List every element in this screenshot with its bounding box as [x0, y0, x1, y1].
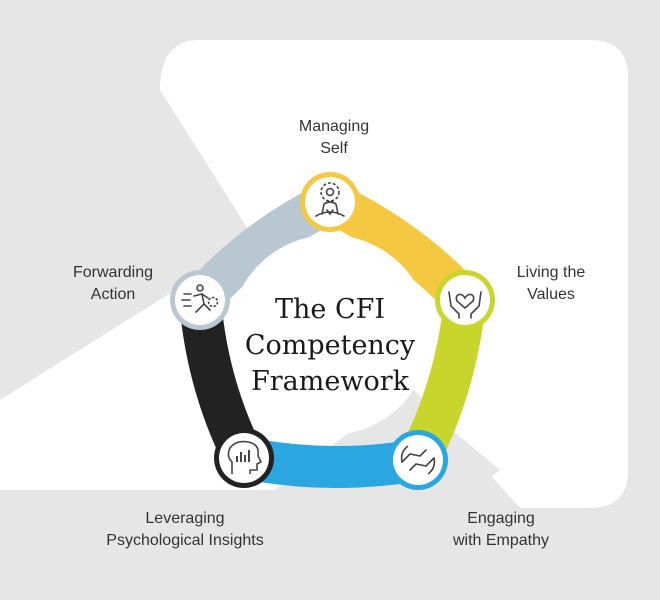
- title-line-3: Framework: [251, 366, 409, 397]
- node-disc: [440, 275, 490, 325]
- competency-node: [435, 270, 495, 330]
- hands-heart-icon: [448, 291, 482, 319]
- competency-node: [214, 428, 274, 488]
- label-leveraging-insights: Leveraging Psychological Insights: [106, 510, 264, 549]
- node-disc: [175, 275, 225, 325]
- label-engaging-empathy: Engaging with Empathy: [452, 510, 550, 549]
- title-line-1: The CFI: [274, 294, 386, 325]
- competency-node: [300, 172, 360, 232]
- runner-gear-icon: [181, 284, 219, 313]
- node-disc: [393, 435, 443, 485]
- competency-node: [170, 270, 230, 330]
- label-forwarding-action: Forwarding Action: [72, 264, 154, 303]
- competency-node: [388, 430, 448, 490]
- framework-title: The CFI Competency Framework: [232, 292, 428, 400]
- head-chart-icon: [227, 440, 262, 474]
- label-managing-self: Managing Self: [298, 118, 370, 157]
- meditation-gear-icon: [315, 182, 345, 217]
- label-living-values: Living the Values: [516, 264, 586, 303]
- handshake-icon: [400, 445, 436, 475]
- center-circle: [230, 235, 430, 435]
- title-line-2: Competency: [244, 330, 416, 361]
